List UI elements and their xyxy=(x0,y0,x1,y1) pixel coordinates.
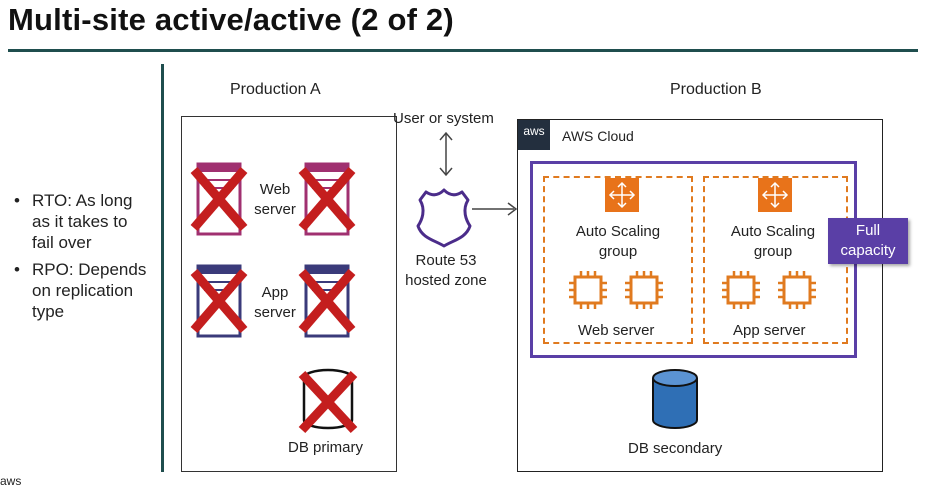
production-b-heading: Production B xyxy=(670,81,762,98)
app-server-label: App server xyxy=(250,283,300,323)
ec2-instance-icon xyxy=(722,271,760,309)
aws-cloud-badge-icon: aws xyxy=(518,120,550,150)
auto-scaling-group-app-label: Auto Scaling group xyxy=(718,222,828,262)
bullet-dot-icon: • xyxy=(14,191,20,210)
bullet-dot-icon: • xyxy=(14,260,20,279)
route53-label: Route 53 hosted zone xyxy=(398,251,494,291)
full-capacity-line-1: Full xyxy=(855,222,881,239)
web-server-a2-failed-icon xyxy=(298,162,356,236)
app-server-b-label: App server xyxy=(733,322,806,339)
ec2-instance-icon xyxy=(778,271,816,309)
bidirectional-arrow-icon xyxy=(439,131,453,177)
vertical-divider xyxy=(161,64,164,472)
app-server-a1-failed-icon xyxy=(190,264,248,338)
aws-badge-text: aws xyxy=(523,124,545,138)
auto-scaling-icon xyxy=(758,178,792,212)
bullet-rto-text: RTO: As long as it takes to fail over xyxy=(32,191,133,252)
slide-title: Multi-site active/active (2 of 2) xyxy=(8,2,454,37)
bullet-rpo: • RPO: Depends on replication type xyxy=(12,259,152,322)
db-secondary-label: DB secondary xyxy=(628,440,723,457)
db-primary-failed-icon xyxy=(298,368,358,434)
web-server-b-label: Web server xyxy=(578,322,655,339)
aws-cloud-box xyxy=(517,119,883,472)
production-a-heading: Production A xyxy=(230,81,321,98)
db-secondary-icon xyxy=(652,369,698,429)
route53-label-line-2: hosted zone xyxy=(405,272,487,289)
aws-cloud-label: AWS Cloud xyxy=(562,128,634,144)
full-capacity-callout: Full capacity xyxy=(828,218,908,264)
ec2-instance-icon xyxy=(569,271,607,309)
web-server-a1-failed-icon xyxy=(190,162,248,236)
route-arrow-icon xyxy=(472,202,518,216)
app-label-line-2: server xyxy=(254,304,296,321)
asg-web-label-line-2: group xyxy=(598,243,638,260)
app-server-a2-failed-icon xyxy=(298,264,356,338)
asg-web-label-line-1: Auto Scaling xyxy=(575,223,661,240)
route53-shield-icon xyxy=(416,188,472,248)
bullet-rto: • RTO: As long as it takes to fail over xyxy=(12,190,152,253)
aws-footer-logo: aws xyxy=(0,474,22,488)
title-underline xyxy=(8,49,918,52)
auto-scaling-group-web-label: Auto Scaling group xyxy=(563,222,673,262)
production-a-box xyxy=(181,116,397,472)
db-primary-label: DB primary xyxy=(288,439,364,456)
web-label-line-1: Web xyxy=(259,181,291,198)
app-label-line-1: App xyxy=(261,284,289,301)
asg-app-label-line-1: Auto Scaling xyxy=(730,223,816,240)
bullet-list: • RTO: As long as it takes to fail over … xyxy=(12,190,152,328)
auto-scaling-group-web xyxy=(543,176,693,344)
ec2-instance-icon xyxy=(625,271,663,309)
auto-scaling-icon xyxy=(605,178,639,212)
web-server-label: Web server xyxy=(250,180,300,220)
bullet-rpo-text: RPO: Depends on replication type xyxy=(32,260,147,321)
user-or-system-label: User or system xyxy=(393,110,494,127)
route53-label-line-1: Route 53 xyxy=(415,252,477,269)
web-label-line-2: server xyxy=(254,201,296,218)
asg-app-label-line-2: group xyxy=(753,243,793,260)
full-capacity-line-2: capacity xyxy=(840,242,896,259)
